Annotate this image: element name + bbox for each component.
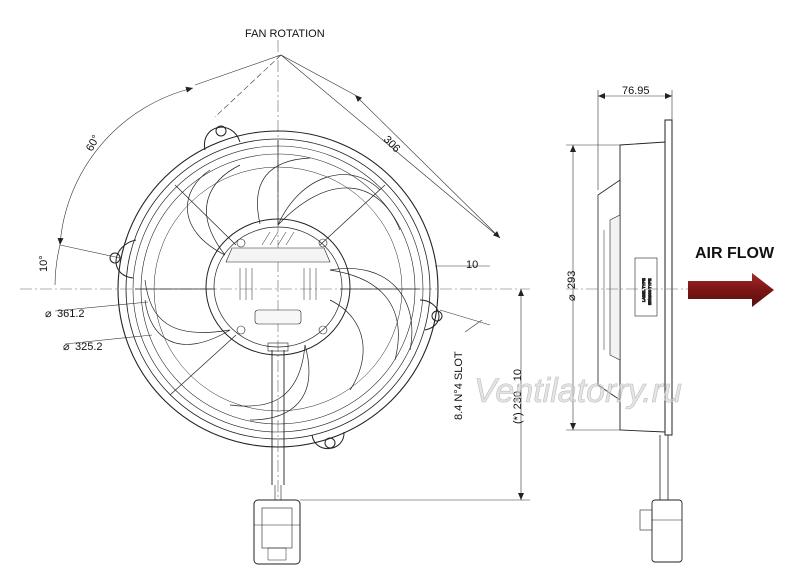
front-dimensions <box>54 54 530 501</box>
watermark: Ventilatorry.ru <box>474 372 682 410</box>
center-lines <box>20 40 530 500</box>
motor-hub <box>205 218 351 356</box>
angle-60-label: 60° <box>84 133 102 153</box>
dim-293-label: 293 <box>566 271 578 289</box>
side-view: LABEL TYPE ERN000 TYPE <box>597 119 683 563</box>
fan-rotation-label: FAN ROTATION <box>245 28 325 40</box>
cable-connector <box>253 350 301 565</box>
slot-label: 8.4 N°4 SLOT <box>453 351 465 420</box>
dia-325-symbol: ⌀ <box>63 341 70 353</box>
dim-10-label: 10 <box>466 259 478 271</box>
dim-230-label: (*) 230 - 10 <box>512 369 524 424</box>
air-flow-arrow <box>688 273 774 307</box>
dia-361-symbol: ⌀ <box>45 308 52 320</box>
dia-361-label: 361.2 <box>57 308 85 320</box>
side-texts: 76.95 ⌀ 293 <box>566 85 650 301</box>
air-flow-label: AIR FLOW <box>695 245 775 262</box>
front-view <box>20 40 530 565</box>
dim-306-label: 306 <box>381 134 402 155</box>
side-dimensions <box>566 90 690 431</box>
dia-293-symbol: ⌀ <box>566 294 578 301</box>
dim-7695-label: 76.95 <box>622 85 650 97</box>
svg-text:LABEL TYPE: LABEL TYPE <box>641 278 646 302</box>
angle-10-label: 10° <box>38 255 50 272</box>
svg-text:ERN000 TYPE: ERN000 TYPE <box>647 278 652 305</box>
dia-325-label: 325.2 <box>75 341 103 353</box>
rotation-arrow <box>194 54 356 96</box>
front-texts: FAN ROTATION 60° 10° 306 10 ⌀ 361.2 ⌀ 32… <box>38 28 524 424</box>
fan-blades <box>144 157 413 421</box>
fan-struts <box>135 140 420 396</box>
